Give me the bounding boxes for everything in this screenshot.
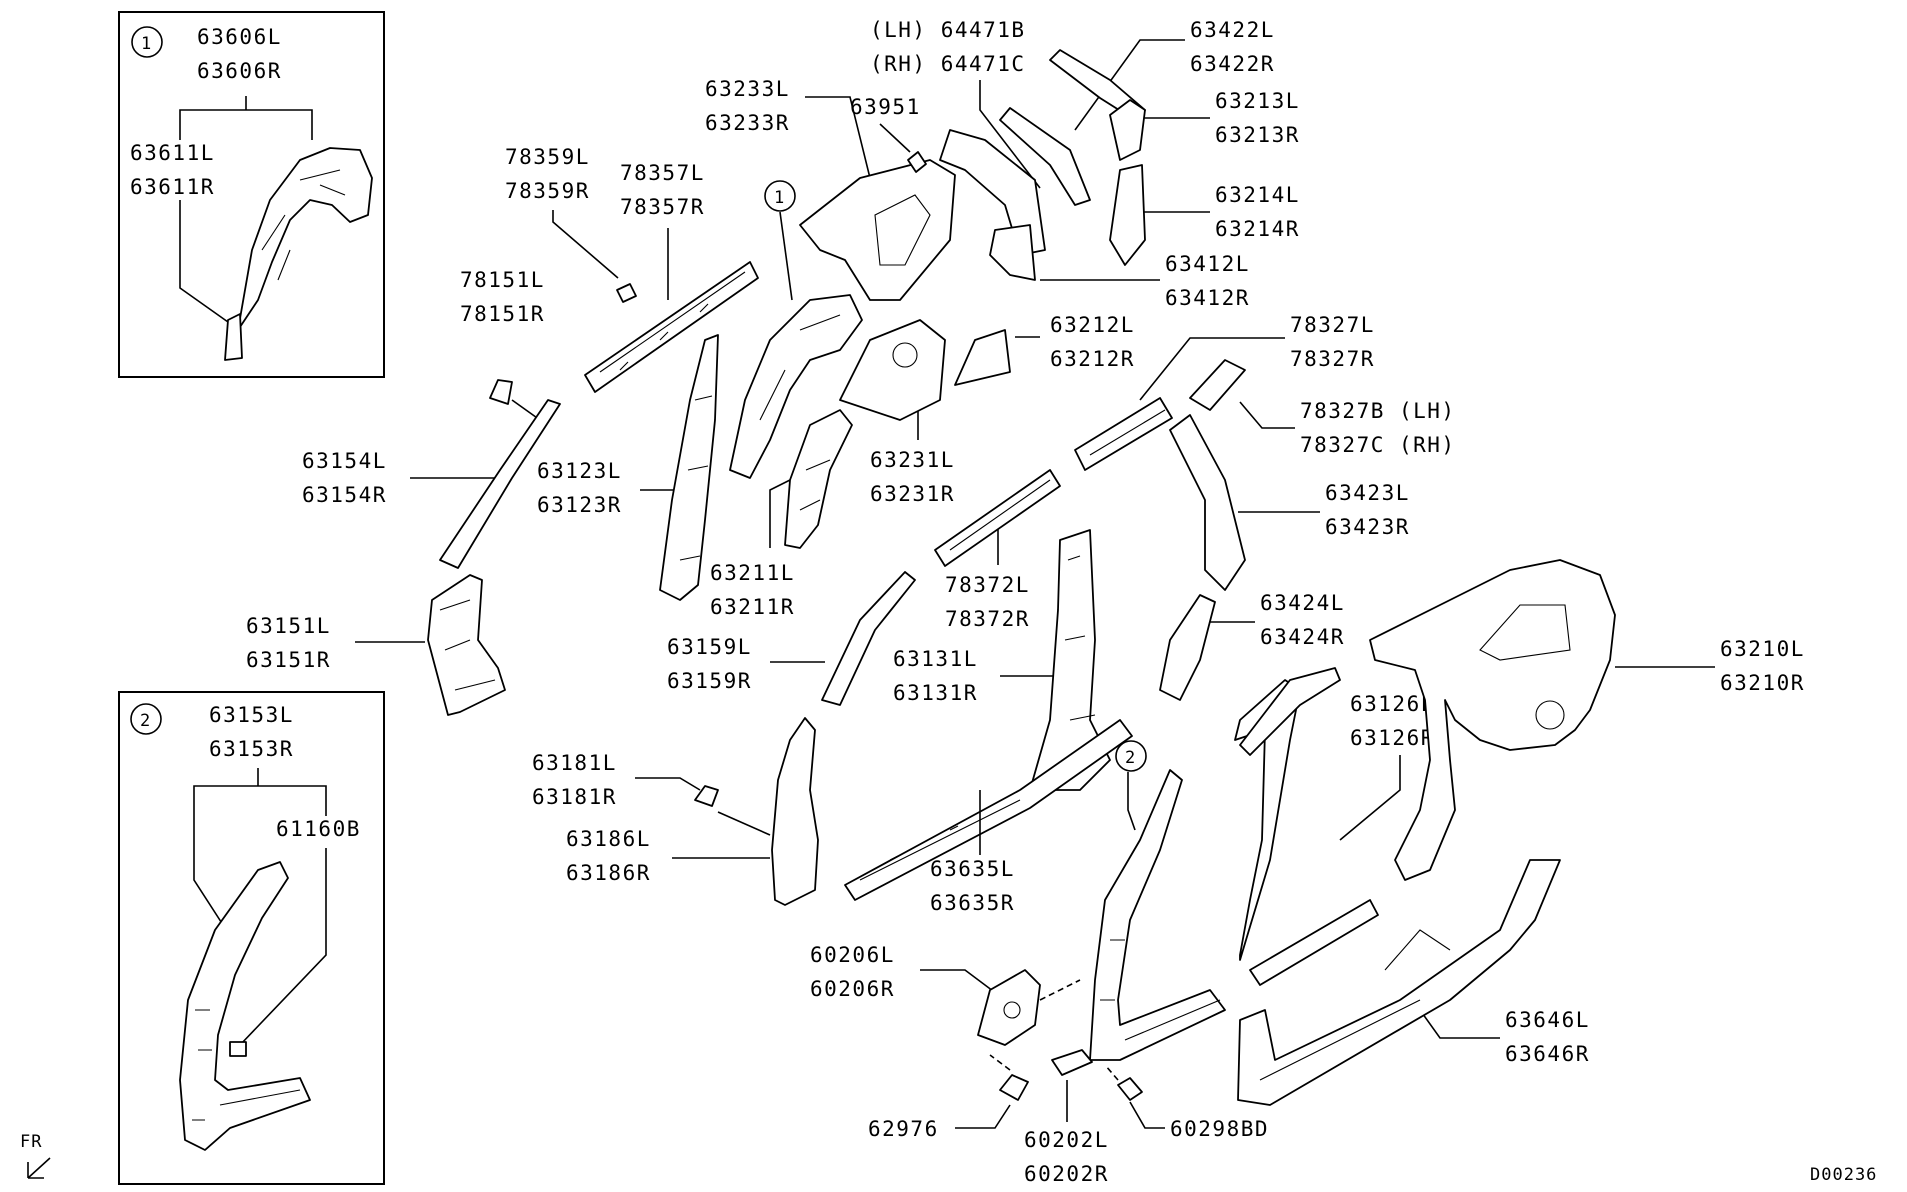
label-78327C: 78327C (RH) <box>1300 433 1456 457</box>
orientation-indicator: FR <box>20 1132 51 1179</box>
label-63211R: 63211R <box>710 595 795 619</box>
label-64471B: (LH) 64471B <box>870 18 1026 42</box>
label-63154R: 63154R <box>302 483 387 507</box>
label-60202L: 60202L <box>1024 1128 1109 1152</box>
label-60298BD: 60298BD <box>1170 1117 1269 1141</box>
label-63214R: 63214R <box>1215 217 1300 241</box>
label-63151R: 63151R <box>246 648 331 672</box>
inset-box-2: 2 63153L 63153R 61160B <box>118 691 385 1185</box>
lower-front-group: 63181L 63181R 63186L 63186R 63635L 63635… <box>532 717 1590 1186</box>
label-78151R: 78151R <box>460 302 545 326</box>
label-78357R: 78357R <box>620 195 705 219</box>
label-63131L: 63131L <box>893 647 978 671</box>
label-63151L: 63151L <box>246 614 331 638</box>
label-63611R: 63611R <box>130 175 215 199</box>
label-63646R: 63646R <box>1505 1042 1590 1066</box>
label-60206R: 60206R <box>810 977 895 1001</box>
label-63233L: 63233L <box>705 77 790 101</box>
label-63210R: 63210R <box>1720 671 1805 695</box>
label-63181L: 63181L <box>532 751 617 775</box>
label-63210L: 63210L <box>1720 637 1805 661</box>
label-63181R: 63181R <box>532 785 617 809</box>
label-78151L: 78151L <box>460 268 545 292</box>
label-63611L: 63611L <box>130 141 215 165</box>
label-64471C: (RH) 64471C <box>870 52 1026 76</box>
rear-wheelhouse-group: 63233L 63233R 63951 1 63231L 63231R 6321… <box>705 77 1135 619</box>
label-63635L: 63635L <box>930 857 1015 881</box>
front-arrow-icon <box>27 1157 51 1179</box>
label-63233R: 63233R <box>705 111 790 135</box>
label-63422R: 63422R <box>1190 52 1275 76</box>
label-78327L: 78327L <box>1290 313 1375 337</box>
label-63213L: 63213L <box>1215 89 1300 113</box>
label-78327B: 78327B (LH) <box>1300 399 1456 423</box>
label-78327R: 78327R <box>1290 347 1375 371</box>
label-61160B: 61160B <box>276 817 361 841</box>
label-78372L: 78372L <box>945 573 1030 597</box>
label-63126L: 63126L <box>1350 692 1435 716</box>
label-63951: 63951 <box>850 95 921 119</box>
label-63231L: 63231L <box>870 448 955 472</box>
inset-box-1: 1 63606L 63606R 63611L 63611R <box>118 11 385 378</box>
label-63159L: 63159L <box>667 635 752 659</box>
label-63123L: 63123L <box>537 459 622 483</box>
rear-upper-group: (LH) 64471B (RH) 64471C 63422L 63422R 63… <box>870 18 1300 310</box>
label-63212L: 63212L <box>1050 313 1135 337</box>
label-63153L: 63153L <box>209 703 294 727</box>
label-63423L: 63423L <box>1325 481 1410 505</box>
label-63153R: 63153R <box>209 737 294 761</box>
callout-marker-1-main: 1 <box>774 188 785 208</box>
label-63412R: 63412R <box>1165 286 1250 310</box>
callout-marker-2-main: 2 <box>1125 748 1136 768</box>
label-60206L: 60206L <box>810 943 895 967</box>
label-63424L: 63424L <box>1260 591 1345 615</box>
label-63424R: 63424R <box>1260 625 1345 649</box>
callout-marker-2: 2 <box>140 711 151 731</box>
footer-code: D00236 <box>1810 1165 1877 1185</box>
label-63423R: 63423R <box>1325 515 1410 539</box>
label-62976: 62976 <box>868 1117 939 1141</box>
label-63606R: 63606R <box>197 59 282 83</box>
label-78372R: 78372R <box>945 607 1030 631</box>
label-63186R: 63186R <box>566 861 651 885</box>
label-63154L: 63154L <box>302 449 387 473</box>
label-63131R: 63131R <box>893 681 978 705</box>
label-63186L: 63186L <box>566 827 651 851</box>
label-63126R: 63126R <box>1350 726 1435 750</box>
label-63214L: 63214L <box>1215 183 1300 207</box>
label-60202R: 60202R <box>1024 1162 1109 1186</box>
label-63231R: 63231R <box>870 482 955 506</box>
label-78357L: 78357L <box>620 161 705 185</box>
label-63635R: 63635R <box>930 891 1015 915</box>
label-63646L: 63646L <box>1505 1008 1590 1032</box>
label-78359L: 78359L <box>505 145 590 169</box>
label-63159R: 63159R <box>667 669 752 693</box>
label-63412L: 63412L <box>1165 252 1250 276</box>
label-63422L: 63422L <box>1190 18 1275 42</box>
label-63211L: 63211L <box>710 561 795 585</box>
middle-group: 78327L 78327R 78327B (LH) 78327C (RH) 63… <box>667 313 1805 986</box>
label-78359R: 78359R <box>505 179 590 203</box>
direction-label: FR <box>20 1132 42 1152</box>
callout-marker-1: 1 <box>141 34 152 54</box>
label-63123R: 63123R <box>537 493 622 517</box>
label-63606L: 63606L <box>197 25 282 49</box>
left-pillar-group: 78359L 78359R 78357L 78357R 78151L 78151… <box>246 145 759 716</box>
label-63213R: 63213R <box>1215 123 1300 147</box>
label-63212R: 63212R <box>1050 347 1135 371</box>
